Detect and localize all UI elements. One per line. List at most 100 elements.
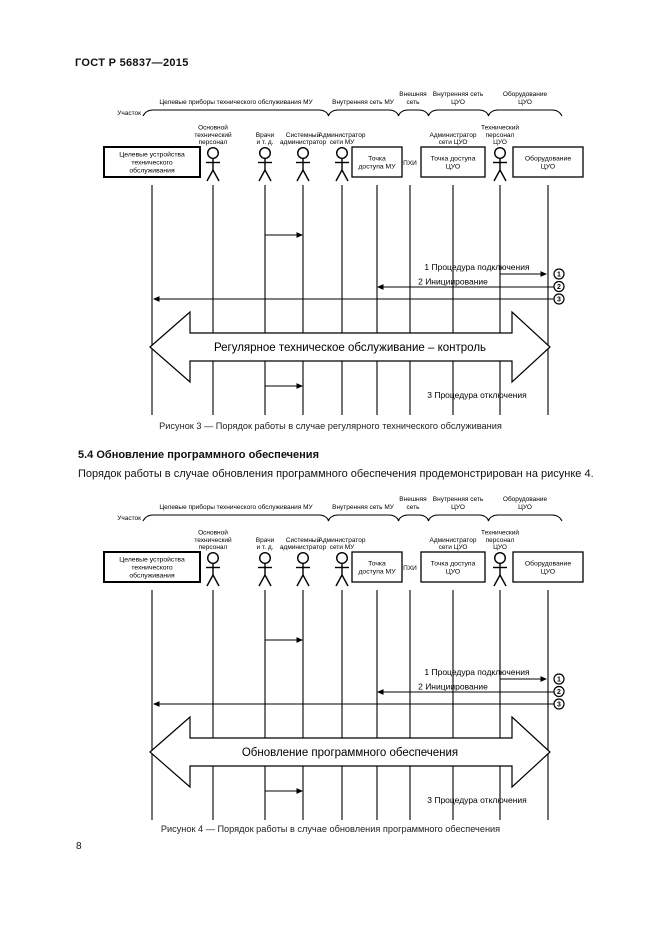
svg-text:Оборудование: Оборудование [525,559,571,567]
svg-text:сеть: сеть [406,99,420,106]
step2-label: 2 Инициирование [418,277,488,287]
svg-text:Врачи: Врачи [256,537,275,544]
lifelines [151,590,549,820]
svg-text:Врачи: Врачи [256,132,275,139]
svg-text:администратор: администратор [280,544,327,551]
svg-text:персонал: персонал [199,139,228,146]
svg-text:Точка: Точка [368,155,386,162]
brace [487,514,563,522]
svg-text:Системный: Системный [286,131,321,139]
person-icon [335,552,349,587]
svg-text:Внутренняя сеть: Внутренняя сеть [433,496,484,503]
svg-text:Внутренняя сеть МУ: Внутренняя сеть МУ [332,99,395,106]
svg-text:Точка доступа: Точка доступа [431,155,476,162]
svg-text:персонал: персонал [199,544,228,551]
brace [397,514,430,522]
person-icon [296,147,310,182]
target-maintenance-devices-box: Целевые устройства техническогообслуживан… [103,146,201,178]
svg-text:сети ЦУО: сети ЦУО [439,544,468,551]
svg-text:ЦУО: ЦУО [518,99,532,106]
svg-text:доступа МУ: доступа МУ [358,569,396,576]
person-icon [258,552,272,587]
phase-banner-arrow: Регулярное техническое обслуживание – ко… [149,310,551,384]
svg-text:ЦУО: ЦУО [541,164,555,171]
svg-text:3: 3 [557,702,561,709]
svg-text:и т. д.: и т. д. [257,139,274,146]
svg-text:Целевые устройства: Целевые устройства [119,555,185,563]
svg-text:технического: технического [131,160,172,167]
phi-link-label: ПХИ [403,565,417,572]
svg-text:Оборудование: Оборудование [525,154,571,162]
zone-internal-network-mu: Внутренняя сеть МУ [327,504,400,522]
svg-text:Системный: Системный [286,536,321,544]
svg-text:Администратор: Администратор [319,537,366,544]
svg-text:Технический: Технический [481,529,519,537]
person-icon [206,552,220,587]
figure-3-caption: Рисунок 3 — Порядок работы в случае регу… [159,421,502,431]
area-label: Участок [117,515,141,522]
svg-text:технический: технический [194,131,232,139]
svg-text:технический: технический [194,536,232,544]
person-icon [296,552,310,587]
svg-text:Технический: Технический [481,124,519,132]
figure-4-caption: Рисунок 4 — Порядок работы в случае обно… [160,824,501,834]
lifelines [151,185,549,415]
svg-text:ЦУО: ЦУО [541,569,555,576]
zone-target-devices-mu: Целевые приборы технического обслуживани… [142,98,330,117]
step1-label: 1 Процедура подключения [424,667,530,677]
step3-label: 3 Процедура отключения [427,795,527,805]
person-icon [206,147,220,182]
document-header: ГОСТ Р 56837—2015 [75,57,189,69]
svg-text:Администратор: Администратор [430,132,477,139]
svg-text:ПХИ: ПХИ [403,565,417,572]
svg-text:Основной: Основной [198,529,228,537]
svg-text:Внешняя: Внешняя [399,496,427,503]
svg-text:технического: технического [131,565,172,572]
svg-text:ЦУО: ЦУО [446,164,460,171]
svg-text:обслуживания: обслуживания [129,167,175,175]
svg-text:Целевые устройства: Целевые устройства [119,150,185,158]
phi-link-label: ПХИ [403,160,417,167]
svg-text:Основной: Основной [198,124,228,132]
svg-text:ЦУО: ЦУО [493,544,507,551]
svg-text:сети ЦУО: сети ЦУО [439,139,468,146]
zone-internal-network-mu: Внутренняя сеть МУ [327,99,400,117]
svg-text:сети МУ: сети МУ [330,544,355,551]
brace [327,514,400,522]
brace [427,514,490,522]
zone-target-devices-mu: Целевые приборы технического обслуживани… [142,503,330,522]
participants: Целевые устройства техническогообслуживан… [103,529,584,587]
svg-text:2: 2 [557,689,561,696]
svg-text:персонал: персонал [486,132,515,139]
person-icon [258,147,272,182]
svg-text:ЦУО: ЦУО [451,504,465,511]
brace [327,109,400,117]
phase-banner-label: Обновление программного обеспечения [242,747,458,759]
svg-text:обслуживания: обслуживания [129,572,175,580]
phase-banner-arrow: Обновление программного обеспечения [149,715,551,789]
svg-text:Оборудование: Оборудование [503,495,548,503]
step3-label: 3 Процедура отключения [427,390,527,400]
